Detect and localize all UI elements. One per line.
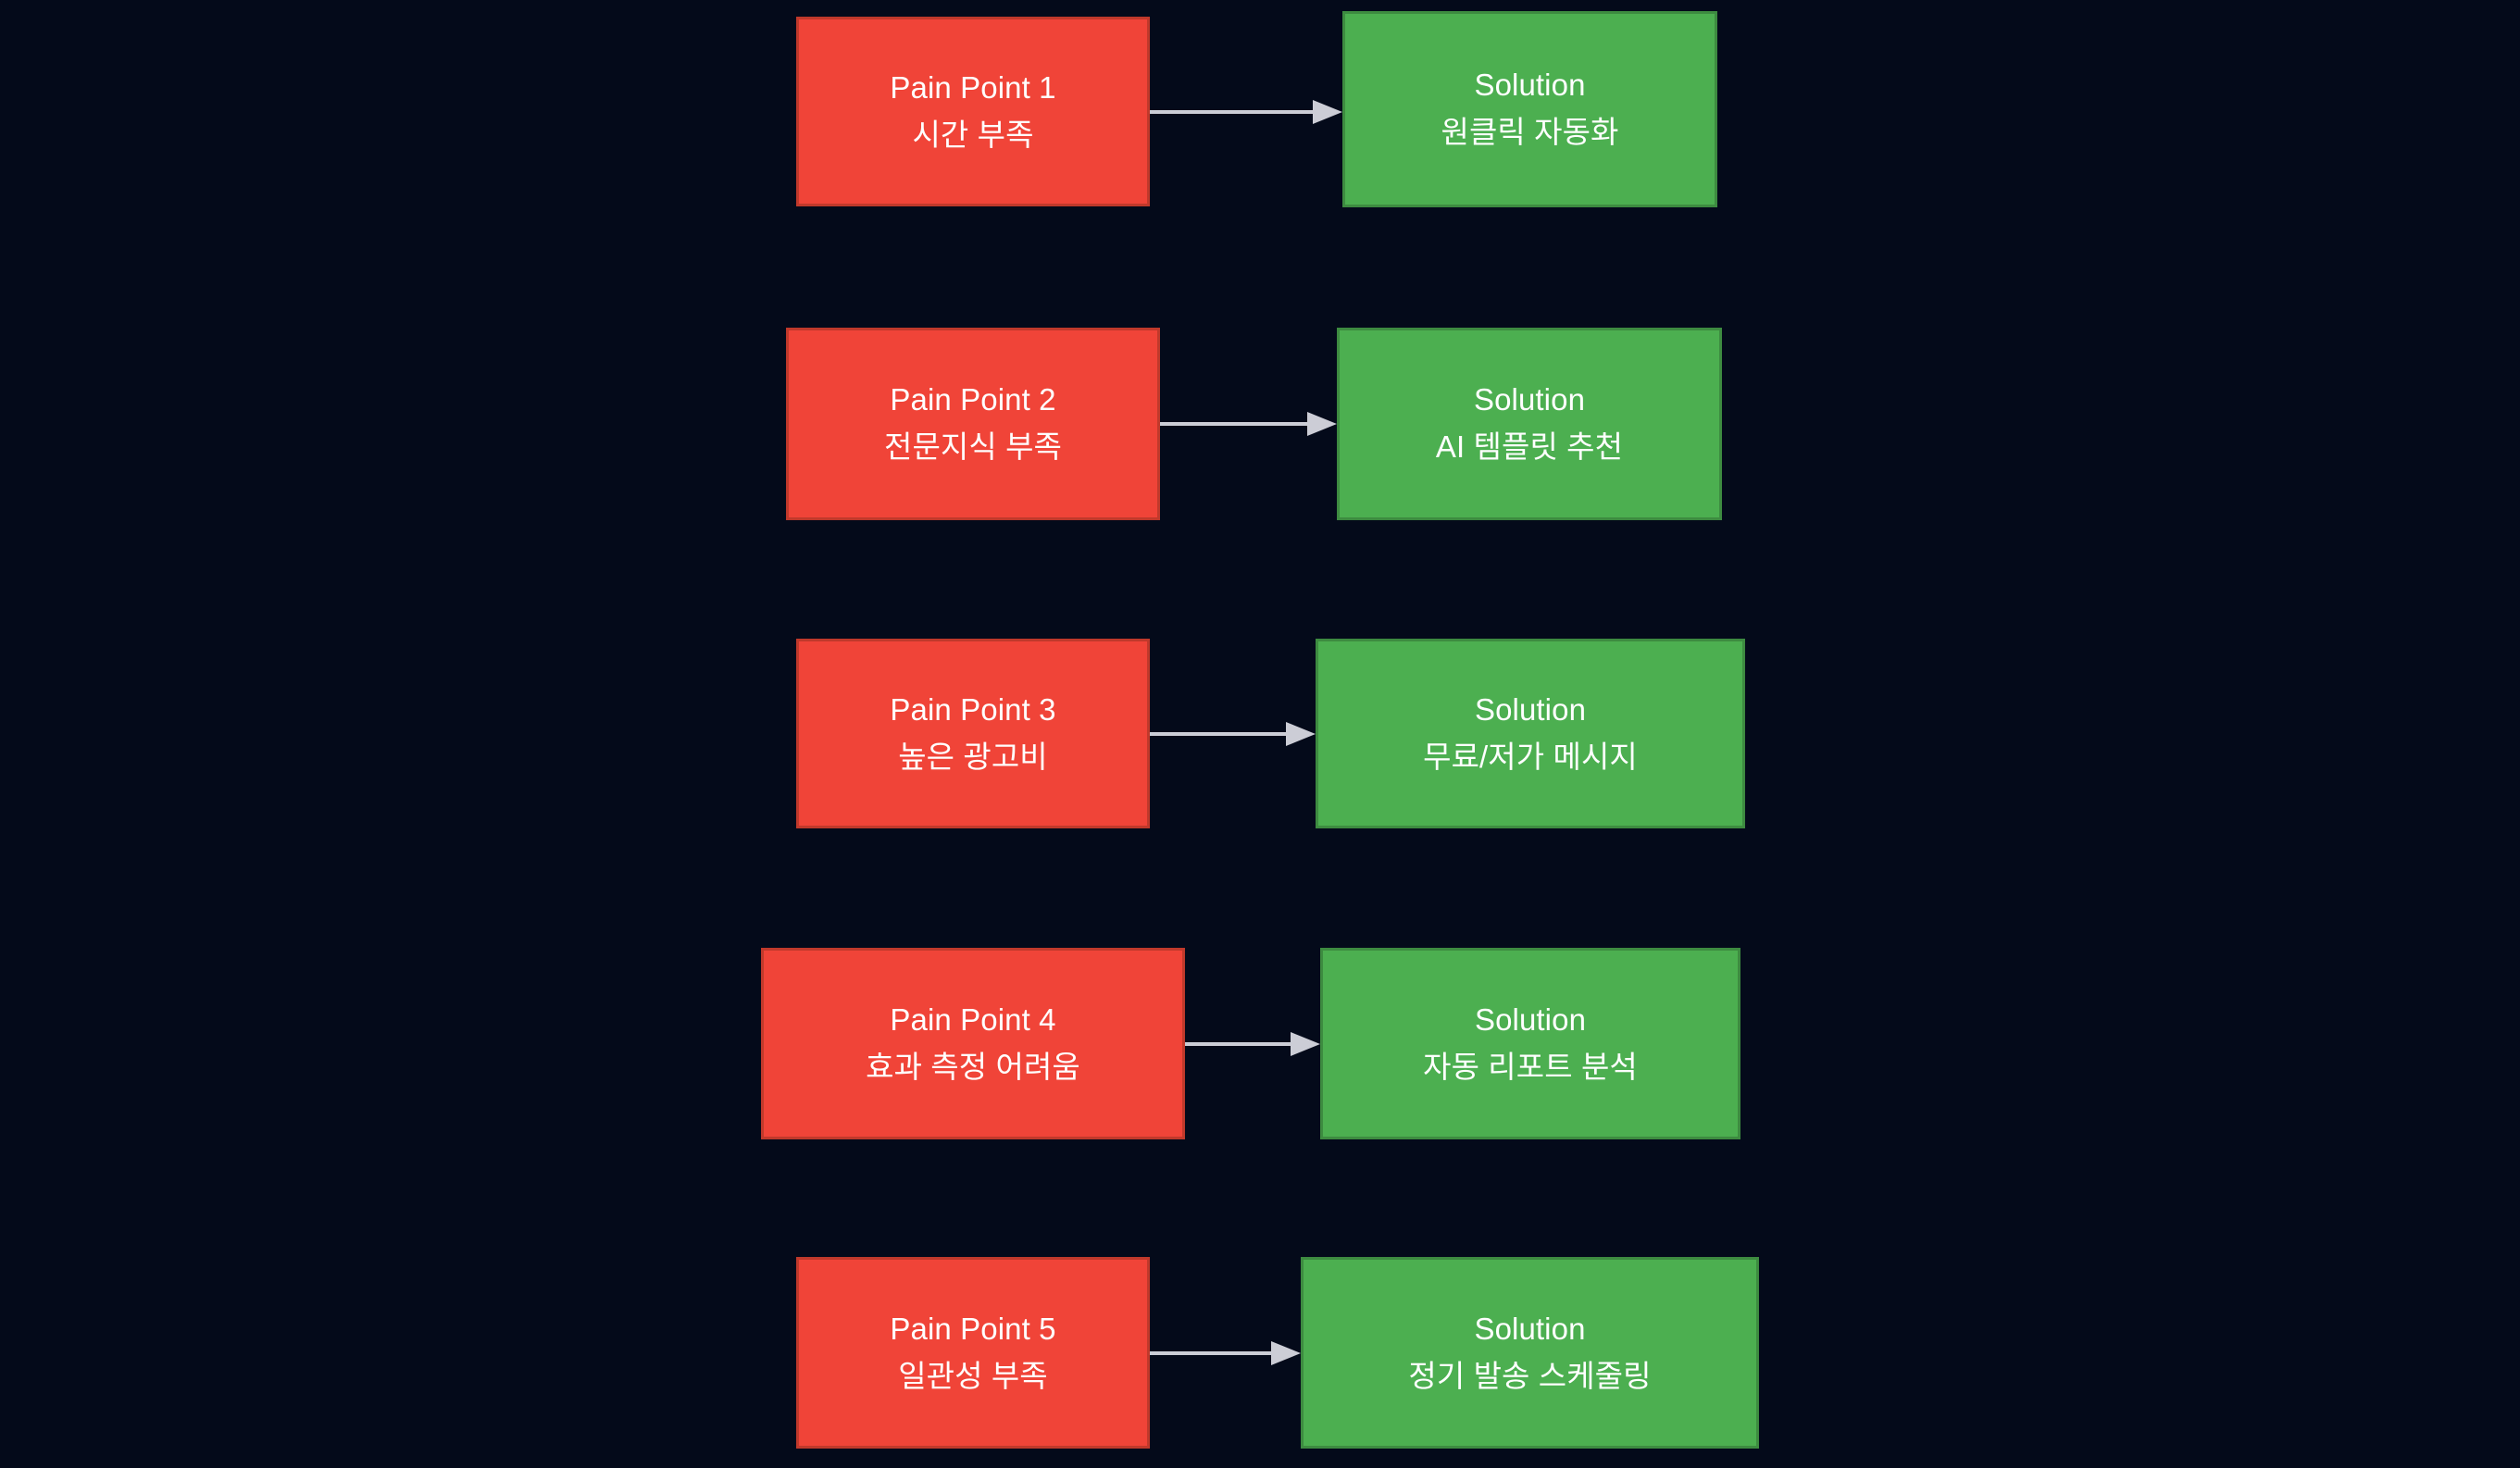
arrow-edge-1 <box>1150 98 1342 126</box>
solution-title-2: Solution <box>1473 382 1586 417</box>
solution-node-3[interactable]: Solution 무료/저가 메시지 <box>1316 639 1745 828</box>
pain-point-title-1: Pain Point 1 <box>890 69 1056 105</box>
pain-point-detail-5: 일관성 부족 <box>898 1358 1048 1393</box>
solution-node-5[interactable]: Solution 정기 발송 스케줄링 <box>1301 1257 1759 1449</box>
solution-title-1: Solution <box>1474 68 1586 103</box>
arrow-edge-4 <box>1185 1030 1320 1058</box>
pain-point-detail-2: 전문지식 부족 <box>883 429 1063 464</box>
solution-node-1[interactable]: Solution 원클릭 자동화 <box>1342 11 1717 207</box>
arrow-edge-3 <box>1150 720 1316 748</box>
solution-detail-3: 무료/저가 메시지 <box>1423 739 1638 774</box>
solution-title-5: Solution <box>1474 1311 1586 1346</box>
solution-node-4[interactable]: Solution 자동 리포트 분석 <box>1320 948 1740 1139</box>
solution-title-4: Solution <box>1474 1001 1587 1037</box>
pain-point-node-4[interactable]: Pain Point 4 효과 측정 어려움 <box>761 948 1185 1139</box>
pain-point-detail-4: 효과 측정 어려움 <box>866 1049 1080 1084</box>
pain-point-title-4: Pain Point 4 <box>890 1001 1056 1037</box>
solution-node-2[interactable]: Solution AI 템플릿 추천 <box>1337 328 1722 520</box>
solution-detail-5: 정기 발송 스케줄링 <box>1408 1358 1652 1393</box>
pain-point-detail-1: 시간 부족 <box>912 117 1034 152</box>
pain-point-title-3: Pain Point 3 <box>890 691 1056 727</box>
pain-point-node-2[interactable]: Pain Point 2 전문지식 부족 <box>786 328 1160 520</box>
pain-point-title-5: Pain Point 5 <box>890 1311 1056 1346</box>
pain-point-node-3[interactable]: Pain Point 3 높은 광고비 <box>796 639 1150 828</box>
pain-point-node-5[interactable]: Pain Point 5 일관성 부족 <box>796 1257 1150 1449</box>
pain-point-detail-3: 높은 광고비 <box>898 739 1048 774</box>
pain-point-title-2: Pain Point 2 <box>890 382 1056 417</box>
solution-detail-2: AI 템플릿 추천 <box>1435 429 1624 464</box>
arrow-edge-5 <box>1150 1339 1301 1367</box>
pain-point-node-1[interactable]: Pain Point 1 시간 부족 <box>796 17 1150 206</box>
arrow-edge-2 <box>1160 410 1337 438</box>
solution-title-3: Solution <box>1474 691 1587 727</box>
solution-detail-1: 원클릭 자동화 <box>1441 115 1619 149</box>
solution-detail-4: 자동 리포트 분석 <box>1423 1049 1638 1084</box>
